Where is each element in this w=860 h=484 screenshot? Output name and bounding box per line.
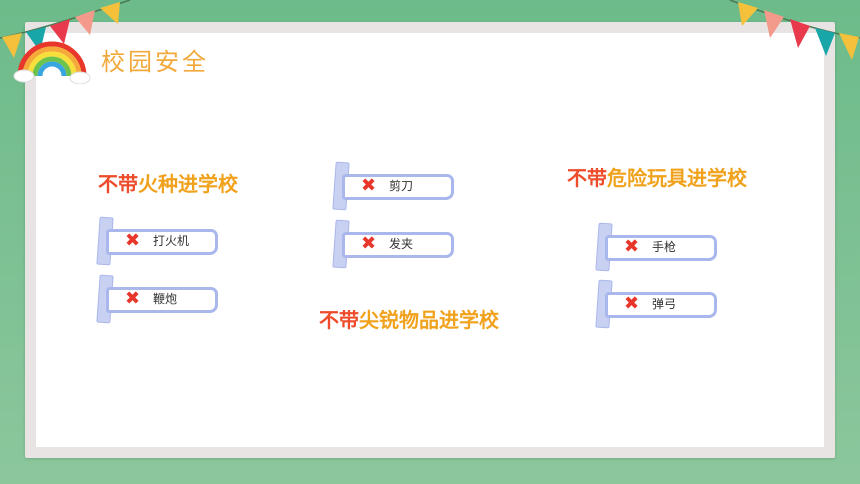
item-label: 发夹 (389, 237, 414, 251)
rainbow-icon (13, 41, 91, 84)
heading-prefix: 不带 (567, 166, 607, 190)
tag-note (342, 174, 454, 200)
cross-icon: ✖ (361, 233, 377, 254)
page-title: 校园安全 (101, 48, 209, 76)
heading-suffix: 尖锐物品进学校 (359, 308, 499, 332)
item-tag-lighter: ✖ 打火机 (96, 216, 218, 266)
item-tag-scissors: ✖ 剪刀 (332, 161, 454, 211)
heading-sharp: 不带尖锐物品进学校 (319, 304, 499, 333)
item-label: 剪刀 (389, 179, 414, 193)
heading-toys: 不带危险玩具进学校 (567, 162, 747, 191)
tag-note (342, 232, 454, 258)
heading-suffix: 危险玩具进学校 (607, 166, 747, 190)
heading-suffix: 火种进学校 (138, 172, 238, 196)
item-label: 弹弓 (652, 297, 677, 311)
item-tag-toy-gun: ✖ 手枪 (595, 222, 717, 272)
tag-note (605, 235, 717, 261)
item-label: 鞭炮 (153, 292, 178, 306)
item-label: 手枪 (652, 240, 677, 254)
cross-icon: ✖ (361, 175, 377, 196)
tag-note (605, 292, 717, 318)
heading-fire: 不带火种进学校 (98, 168, 238, 197)
heading-prefix: 不带 (98, 172, 138, 196)
heading-prefix: 不带 (319, 308, 359, 332)
bunting-left-icon (0, 0, 131, 58)
cross-icon: ✖ (125, 230, 141, 251)
item-tag-slingshot: ✖ 弹弓 (595, 279, 717, 329)
cross-icon: ✖ (125, 288, 141, 309)
bunting-right-icon (729, 0, 860, 60)
tag-note (106, 287, 218, 313)
cross-icon: ✖ (624, 236, 640, 257)
item-tag-hairclip: ✖ 发夹 (332, 219, 454, 269)
tag-note (106, 229, 218, 255)
item-label: 打火机 (153, 234, 190, 248)
cross-icon: ✖ (624, 293, 640, 314)
item-tag-firecracker: ✖ 鞭炮 (96, 274, 218, 324)
